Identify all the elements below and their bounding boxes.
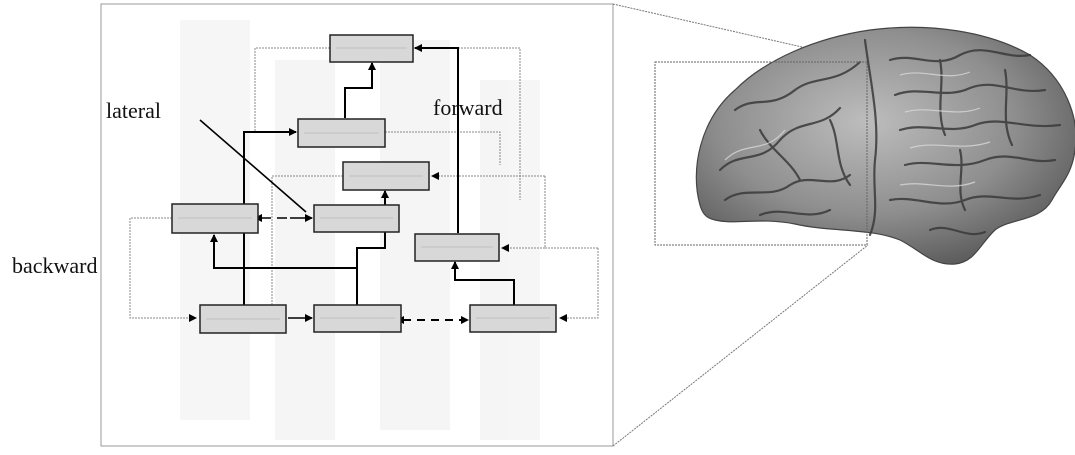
label-backward: backward	[12, 253, 98, 278]
label-lateral: lateral	[106, 98, 161, 123]
node-texture	[178, 47, 550, 320]
brain-region-box	[654, 61, 868, 246]
label-forward: forward	[433, 95, 503, 120]
weak-connections	[129, 47, 599, 322]
brain-icon	[695, 26, 1075, 265]
node-boxes	[171, 34, 557, 334]
strong-connections	[199, 44, 515, 324]
